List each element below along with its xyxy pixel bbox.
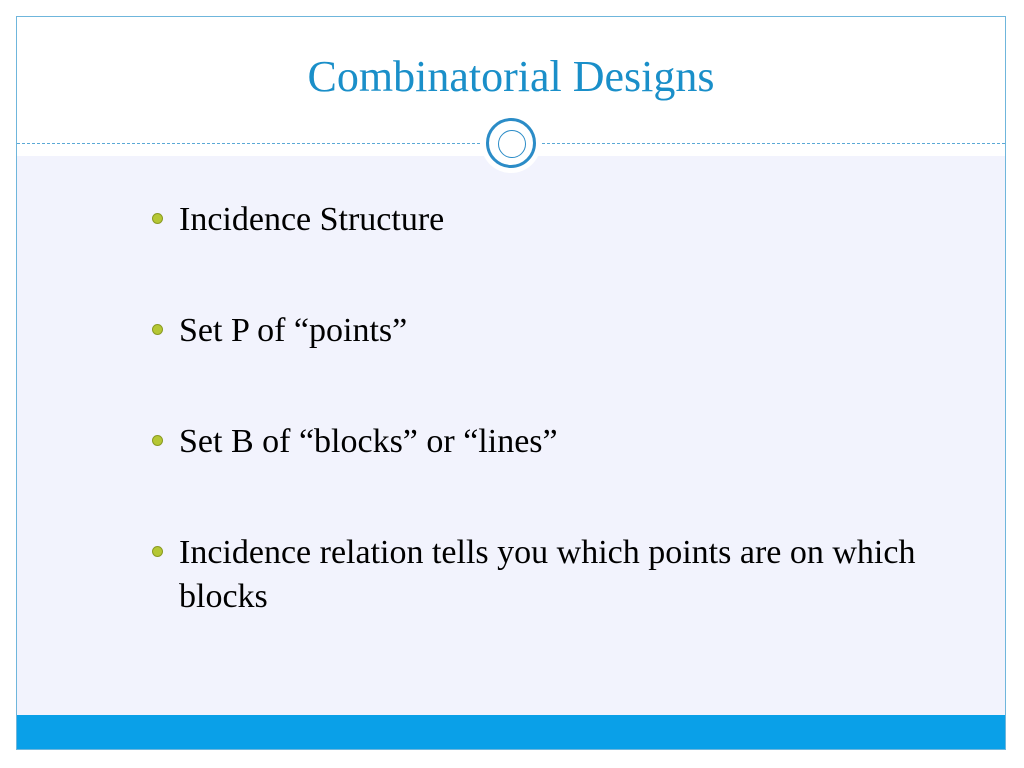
bullet-text: Incidence Structure — [179, 201, 445, 238]
bullet-item: Set B of “blocks” or “lines” — [148, 420, 948, 464]
bottom-accent-bar — [17, 715, 1005, 749]
bullet-item: Set P of “points” — [148, 309, 948, 353]
bullet-item: Incidence relation tells you which point… — [148, 531, 948, 619]
bullet-dot-icon — [152, 213, 163, 224]
content-area — [17, 156, 1005, 715]
ornament-ring — [486, 118, 536, 168]
ornament-inner-ring — [498, 130, 526, 158]
bullet-list: Incidence Structure Set P of “points” Se… — [148, 198, 948, 686]
bullet-dot-icon — [152, 435, 163, 446]
bullet-text: Incidence relation tells you which point… — [179, 534, 916, 615]
bullet-dot-icon — [152, 546, 163, 557]
slide-title: Combinatorial Designs — [307, 52, 715, 101]
slide: Combinatorial Designs — [16, 16, 1006, 750]
circle-ornament-icon — [481, 113, 541, 173]
bullet-dot-icon — [152, 324, 163, 335]
bullet-item: Incidence Structure — [148, 198, 948, 242]
bullet-text: Set B of “blocks” or “lines” — [179, 423, 558, 460]
bullet-text: Set P of “points” — [179, 312, 408, 349]
